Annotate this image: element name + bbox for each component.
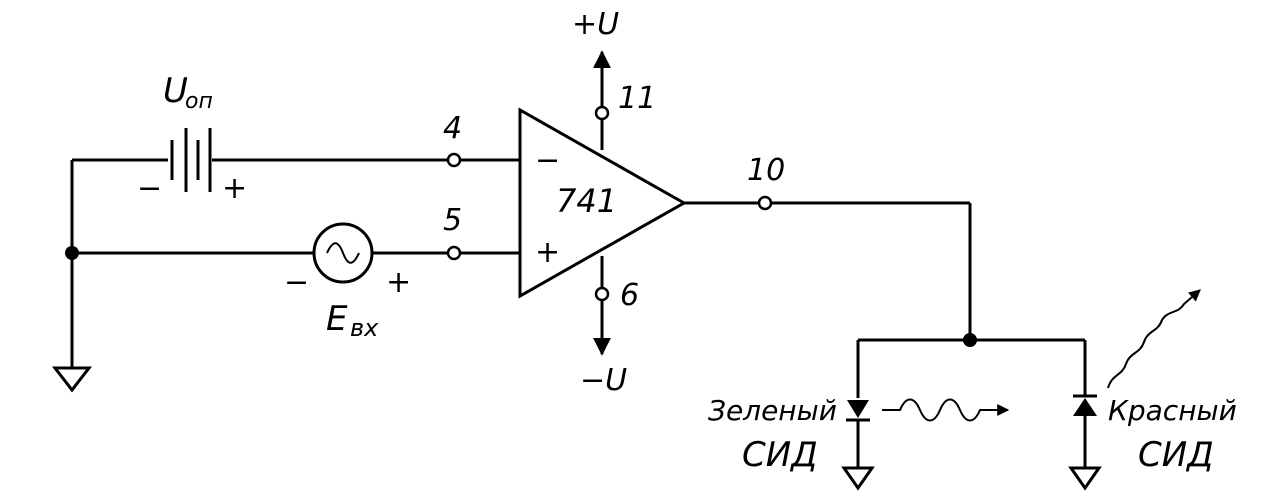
battery-label-main: U: [163, 71, 188, 111]
source-label-main: E: [326, 299, 348, 339]
red-led-label-line2: СИД: [1138, 435, 1214, 475]
absorbed-light-wave-icon: [1107, 289, 1201, 389]
reference-battery: U оп − +: [72, 71, 447, 206]
emitted-light-wave-icon: [882, 398, 1010, 422]
pin-11-label: 11: [618, 81, 656, 116]
ground-symbol-red: [1068, 466, 1102, 491]
green-led: Зеленый СИД: [708, 340, 1010, 491]
opamp-plus-sign: +: [535, 235, 560, 270]
pin-5-terminal: 5: [443, 203, 520, 261]
negative-supply-label: −U: [580, 363, 627, 398]
opamp-741: − + 741: [518, 107, 688, 299]
output-terminal: 10: [684, 153, 1085, 347]
red-led: Красный СИД: [1068, 289, 1237, 491]
green-led-label-line2: СИД: [742, 435, 818, 475]
green-led-label-line1: Зеленый: [708, 394, 837, 427]
positive-supply-label: +U: [572, 7, 619, 42]
red-led-diode-icon: [1073, 398, 1097, 416]
pin-6-label: 6: [620, 278, 639, 313]
pin-10-label: 10: [747, 153, 785, 188]
left-ground-bus: [51, 160, 93, 393]
input-source: E вх − +: [72, 222, 447, 342]
ground-symbol-green: [841, 466, 875, 491]
green-led-diode-icon: [847, 400, 869, 418]
battery-label-sub: оп: [185, 89, 213, 114]
opamp-label: 741: [556, 182, 617, 220]
ground-symbol-left: [51, 366, 93, 393]
negative-supply: 6 −U: [580, 256, 639, 398]
pin-5-label: 5: [443, 203, 462, 238]
source-minus-sign: −: [284, 265, 309, 300]
source-label-sub: вх: [350, 314, 379, 342]
battery-plus-sign: +: [222, 171, 247, 206]
sine-wave-icon: [326, 242, 360, 264]
pin-4-label: 4: [443, 111, 462, 146]
pin-4-terminal: 4: [443, 111, 520, 168]
battery-minus-sign: −: [137, 171, 162, 206]
opamp-minus-sign: −: [535, 143, 560, 178]
source-plus-sign: +: [386, 265, 411, 300]
positive-supply: 11 +U: [572, 7, 656, 150]
red-led-label-line1: Красный: [1108, 394, 1237, 427]
